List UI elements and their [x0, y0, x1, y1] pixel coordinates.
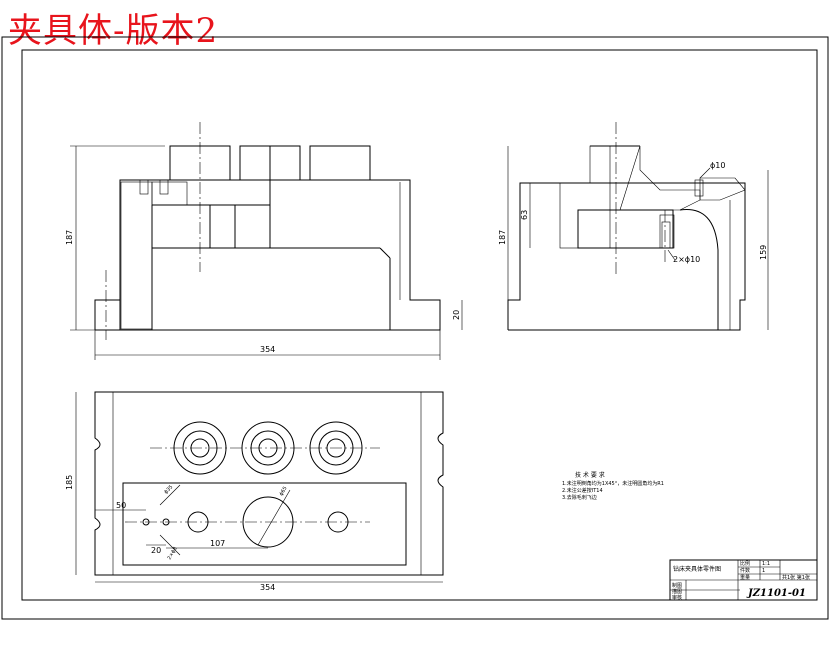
- side-hole-dim: ϕ10: [710, 161, 725, 170]
- technical-requirements: 技 术 要 求 1.未注明倒角均为1X45°，未注明圆角均为R1 2.未注公差按…: [562, 471, 664, 501]
- side-height-dim: 187: [498, 230, 507, 245]
- svg-text:制图: 制图: [672, 582, 682, 589]
- tech-heading: 技 术 要 求: [575, 471, 605, 479]
- side-holes-dim: 2×ϕ10: [673, 255, 700, 264]
- title-block: 钻床夹具体零件图 比例 1:1 件数 1 重量 共1张 第1张 制图 描图 审核…: [669, 559, 818, 601]
- svg-text:描图: 描图: [672, 588, 682, 595]
- tech-line-2: 2.未注公差按IT14: [562, 487, 603, 494]
- side-right-dim: 159: [759, 245, 768, 260]
- svg-text:共1张 第1张: 共1张 第1张: [782, 574, 810, 581]
- inner-frame: [21, 49, 818, 601]
- top-20-dim: 20: [151, 546, 161, 555]
- front-height-dim: 187: [65, 230, 74, 245]
- drawing-title: 夹具体-版本2: [8, 11, 219, 51]
- part-name: 钻床夹具体零件图: [673, 565, 721, 573]
- svg-text:1:1: 1:1: [762, 561, 770, 567]
- top-50-dim: 50: [116, 501, 126, 510]
- top-dia3-dim: ϕ65: [279, 486, 289, 497]
- tech-line-3: 3.去除毛刺飞边: [562, 494, 597, 501]
- svg-text:比例: 比例: [740, 560, 750, 567]
- top-view: 185 354 50 20 107 ϕ35 2×ϕ8 ϕ65: [65, 391, 444, 592]
- side-inner-dim: 63: [520, 210, 529, 220]
- top-height-dim: 185: [65, 475, 74, 490]
- top-dia1-dim: ϕ35: [163, 484, 174, 495]
- svg-text:重量: 重量: [740, 574, 750, 581]
- drawing-code: JZ1101-01: [746, 588, 806, 599]
- outer-frame: [1, 36, 829, 620]
- svg-text:审核: 审核: [672, 594, 682, 601]
- svg-text:件数: 件数: [740, 567, 750, 574]
- tech-line-1: 1.未注明倒角均为1X45°，未注明圆角均为R1: [562, 480, 664, 487]
- front-base-dim: 20: [452, 310, 461, 320]
- top-width-dim: 354: [260, 583, 275, 592]
- front-view: 187 354 20: [65, 122, 463, 360]
- side-view: 187 63 159 ϕ10 2×ϕ10: [498, 122, 769, 331]
- svg-text:1: 1: [762, 568, 765, 574]
- top-107-dim: 107: [210, 539, 225, 548]
- front-width-dim: 354: [260, 345, 275, 354]
